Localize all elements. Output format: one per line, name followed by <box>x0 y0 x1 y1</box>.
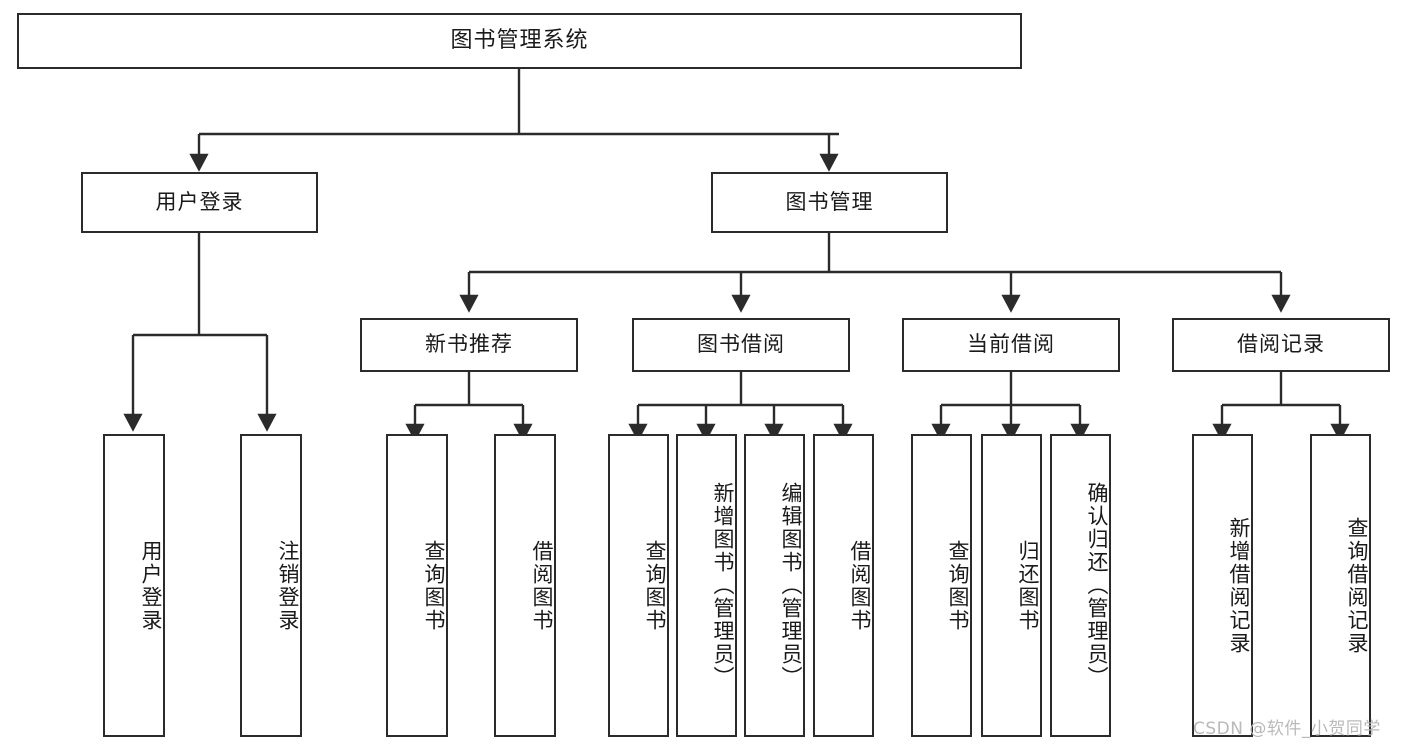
leaf-borrow-book[interactable]: 借阅图书 <box>813 434 874 737</box>
leaf-query-books-recommend[interactable]: 查询图书 <box>386 434 448 737</box>
node-new-book-recommendation[interactable]: 新书推荐 <box>360 318 578 372</box>
leaf-user-login[interactable]: 用户登录 <box>103 434 165 737</box>
leaf-query-books-borrow[interactable]: 查询图书 <box>608 434 669 737</box>
node-user-login[interactable]: 用户登录 <box>81 172 318 233</box>
leaf-confirm-return-admin[interactable]: 确认归还（管理员） <box>1050 434 1111 737</box>
leaf-add-borrow-record[interactable]: 新增借阅记录 <box>1192 434 1253 737</box>
node-current-borrowing[interactable]: 当前借阅 <box>902 318 1120 372</box>
leaf-add-book-admin[interactable]: 新增图书（管理员） <box>676 434 737 737</box>
leaf-logout[interactable]: 注销登录 <box>240 434 302 737</box>
leaf-query-books-current[interactable]: 查询图书 <box>911 434 972 737</box>
leaf-borrow-books-recommend[interactable]: 借阅图书 <box>494 434 556 737</box>
node-borrowing-records[interactable]: 借阅记录 <box>1172 318 1390 372</box>
csdn-watermark: CSDN @软件_小贺同学 <box>1193 719 1381 739</box>
leaf-return-book[interactable]: 归还图书 <box>981 434 1042 737</box>
leaf-query-borrow-record[interactable]: 查询借阅记录 <box>1310 434 1371 737</box>
node-book-management[interactable]: 图书管理 <box>711 172 948 233</box>
leaf-edit-book-admin[interactable]: 编辑图书（管理员） <box>744 434 805 737</box>
node-root-book-management-system[interactable]: 图书管理系统 <box>17 13 1022 69</box>
node-book-borrowing[interactable]: 图书借阅 <box>632 318 850 372</box>
